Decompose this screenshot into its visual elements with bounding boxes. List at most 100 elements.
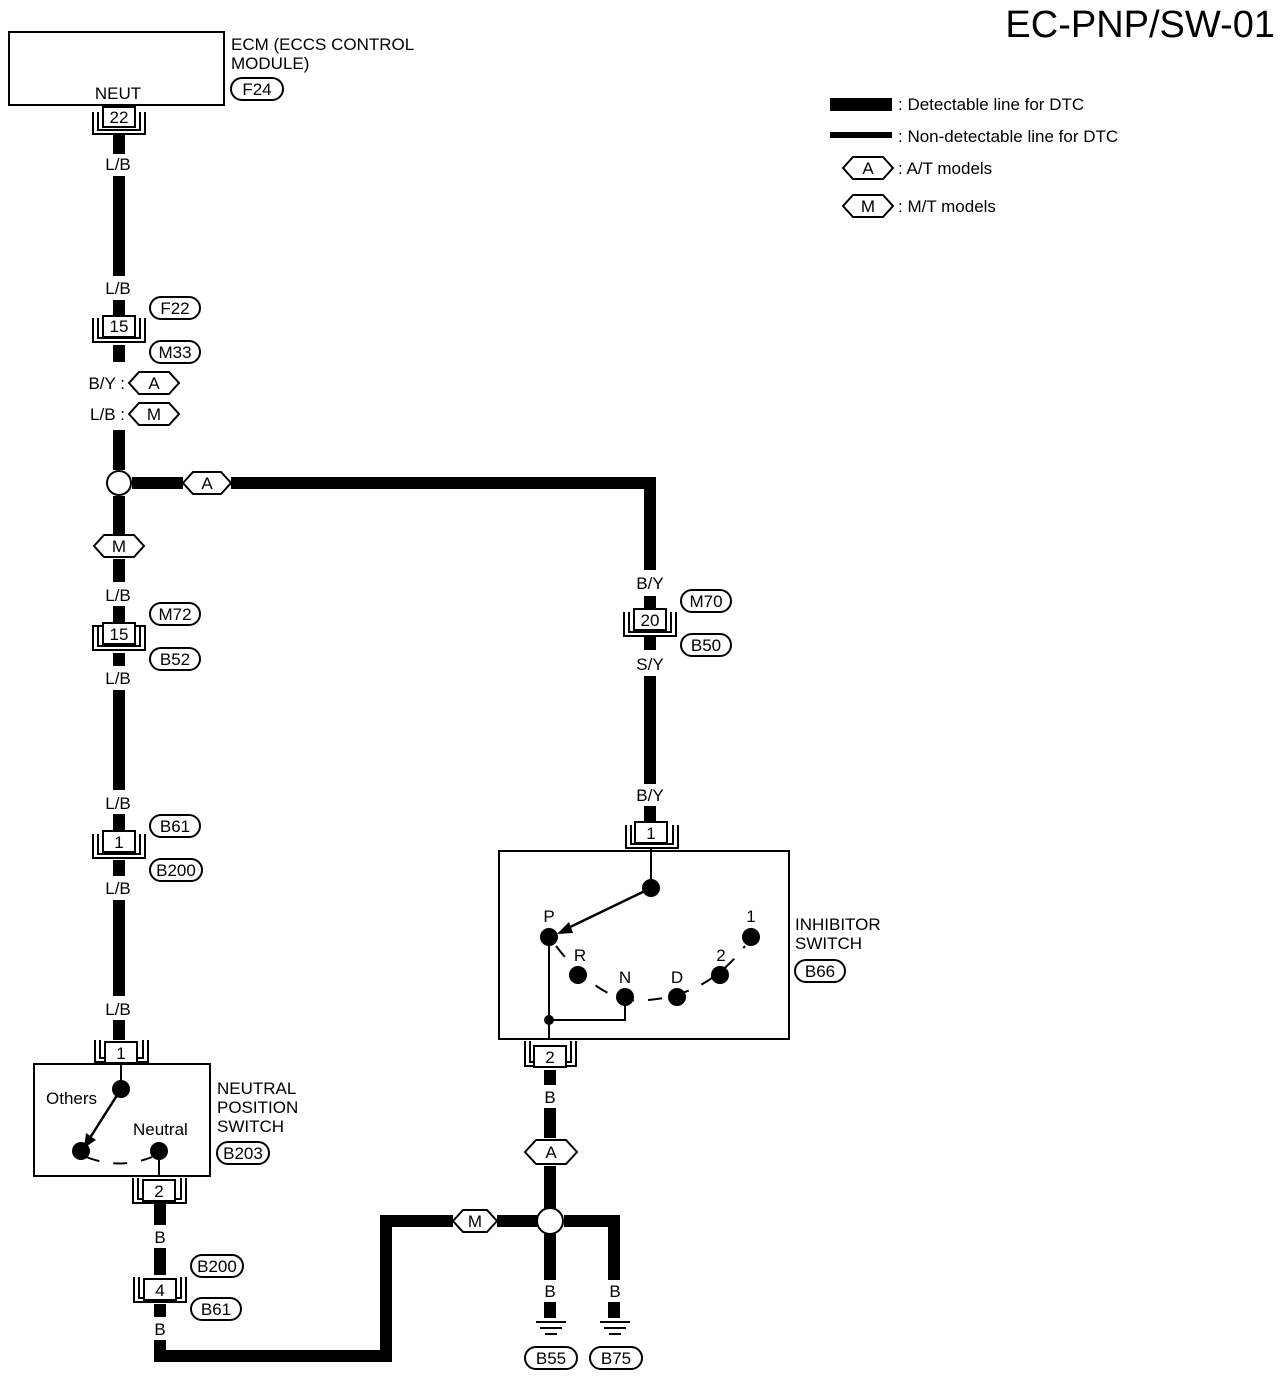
nps-pin-out: 2 xyxy=(154,1182,163,1201)
inh-contact-1 xyxy=(742,928,760,946)
tag-branch-m: M xyxy=(92,534,146,558)
wire-label-b75: B xyxy=(609,1282,620,1301)
tag-mt-after-m33: M xyxy=(127,402,181,426)
splice-junction-top xyxy=(106,470,132,496)
inh-label-1: 1 xyxy=(746,907,755,926)
nps-others-contact xyxy=(72,1142,90,1160)
legend-at-text: : A/T models xyxy=(898,159,992,178)
ecm-connector-tag xyxy=(230,77,284,101)
inh-name-line1: INHIBITOR xyxy=(795,915,881,934)
connector-b200-b61-lower: 4 B200 B61 xyxy=(133,1254,244,1321)
connector-b52-id: B52 xyxy=(160,650,190,669)
inh-name-line2: SWITCH xyxy=(795,934,862,953)
svg-text:A: A xyxy=(545,1143,557,1162)
inh-box xyxy=(498,850,790,1040)
connector-f22-m33: 15 F22 M33 xyxy=(92,296,201,364)
inh-contact-d xyxy=(668,988,686,1006)
ground-b75-id: B75 xyxy=(601,1349,631,1368)
connector-b61-id: B61 xyxy=(160,817,190,836)
tag-ground-a: A xyxy=(523,1139,579,1165)
wire-label-inh-out: B xyxy=(544,1088,555,1107)
nps-name-line3: SWITCH xyxy=(217,1117,284,1136)
wire-label-at-color: B/Y : xyxy=(88,374,125,393)
splice-junction-ground xyxy=(536,1207,564,1235)
nps-connector-id: B203 xyxy=(223,1144,263,1163)
connector-m33-id: M33 xyxy=(158,343,191,362)
inhibitor-switch: 1 P R N D 2 1 INHIBITOR SWITCH B66 2 xyxy=(498,821,881,1068)
connector-b61-lower-id: B61 xyxy=(201,1300,231,1319)
connector-m72-b52-pin: 15 xyxy=(110,625,129,644)
wire-label-ecm-out: L/B xyxy=(105,155,131,174)
tag-branch-a: A xyxy=(181,471,233,495)
wires xyxy=(113,133,656,1362)
wire-label-b61-out: B xyxy=(154,1320,165,1339)
connector-b200-id: B200 xyxy=(156,861,196,880)
ecm-pin: 22 xyxy=(110,108,129,127)
ecm-name-line1: ECM (ECCS CONTROL xyxy=(231,35,414,54)
tag-ground-m: M xyxy=(451,1209,499,1233)
legend: : Detectable line for DTC : Non-detectab… xyxy=(830,95,1118,218)
connector-m72-b52: 15 M72 B52 xyxy=(92,602,201,671)
svg-text:M: M xyxy=(147,405,161,424)
svg-text:A: A xyxy=(862,159,874,178)
inh-label-2: 2 xyxy=(716,946,725,965)
ecm-box xyxy=(8,31,225,106)
inh-pin-out: 2 xyxy=(545,1048,554,1067)
neutral-position-switch: 1 Others Neutral NEUTRAL POSITION SWITCH… xyxy=(33,1040,298,1204)
ground-b75: B75 xyxy=(589,1321,643,1370)
ground-b55-id: B55 xyxy=(536,1349,566,1368)
svg-text:A: A xyxy=(148,374,160,393)
nps-position-neutral: Neutral xyxy=(133,1120,188,1139)
legend-mt-text: : M/T models xyxy=(898,197,996,216)
connector-b50-id: B50 xyxy=(691,636,721,655)
inh-label-n: N xyxy=(619,968,631,987)
wire-label-m70-in: B/Y xyxy=(636,574,663,593)
nps-pin-in: 1 xyxy=(116,1044,125,1063)
wire-label-b50-out: S/Y xyxy=(636,655,663,674)
wire-label-nps-out: B xyxy=(154,1228,165,1247)
ecm-name-line2: MODULE) xyxy=(231,54,309,73)
wire-label-m72-in: L/B xyxy=(105,586,131,605)
ecm-block: NEUT ECM (ECCS CONTROL MODULE) F24 22 xyxy=(8,31,414,135)
inh-contact-2 xyxy=(711,966,729,984)
wire-label-b55: B xyxy=(544,1282,555,1301)
connector-b61-b200: 1 B61 B200 xyxy=(92,814,203,882)
connector-m70-b50-pin: 20 xyxy=(641,611,660,630)
connector-b200-b61-pin: 4 xyxy=(155,1281,164,1300)
connector-b200-lower-id: B200 xyxy=(197,1257,237,1276)
inh-label-r: R xyxy=(574,946,586,965)
inh-label-d: D xyxy=(671,968,683,987)
legend-detectable-text: : Detectable line for DTC xyxy=(898,95,1084,114)
diagram-title: EC-PNP/SW-01 xyxy=(1005,4,1275,46)
connector-m72-id: M72 xyxy=(158,605,191,624)
inh-connector-id: B66 xyxy=(805,962,835,981)
tag-at-after-m33: A xyxy=(127,371,181,395)
wire-label-b61-in: L/B xyxy=(105,794,131,813)
wire-label-f22-in: L/B xyxy=(105,279,131,298)
connector-m70-b50: 20 M70 B50 xyxy=(623,589,732,657)
wire-label-b52-out: L/B xyxy=(105,669,131,688)
inh-label-p: P xyxy=(543,907,554,926)
ecm-connector-id: F24 xyxy=(242,80,271,99)
ecm-terminal-label: NEUT xyxy=(95,84,141,103)
inh-contact-r xyxy=(569,966,587,984)
legend-detectable-swatch xyxy=(830,98,892,111)
svg-text:M: M xyxy=(112,537,126,556)
nps-name-line1: NEUTRAL xyxy=(217,1079,296,1098)
connector-f22-m33-pin: 15 xyxy=(110,317,129,336)
svg-text:M: M xyxy=(861,197,875,216)
svg-text:A: A xyxy=(201,474,213,493)
wire-label-nps-in: L/B xyxy=(105,1000,131,1019)
ground-b55: B55 xyxy=(524,1321,578,1370)
wire-label-inh-in: B/Y xyxy=(636,786,663,805)
nps-name-line2: POSITION xyxy=(217,1098,298,1117)
svg-text:M: M xyxy=(468,1212,482,1231)
connector-m70-id: M70 xyxy=(689,592,722,611)
legend-at-tag: A xyxy=(841,156,895,180)
wire-label-b200-out: L/B xyxy=(105,879,131,898)
connector-f22-id: F22 xyxy=(160,299,189,318)
inh-pin-in: 1 xyxy=(646,824,655,843)
legend-mt-tag: M xyxy=(841,194,895,218)
legend-non-detectable-swatch xyxy=(830,132,892,138)
